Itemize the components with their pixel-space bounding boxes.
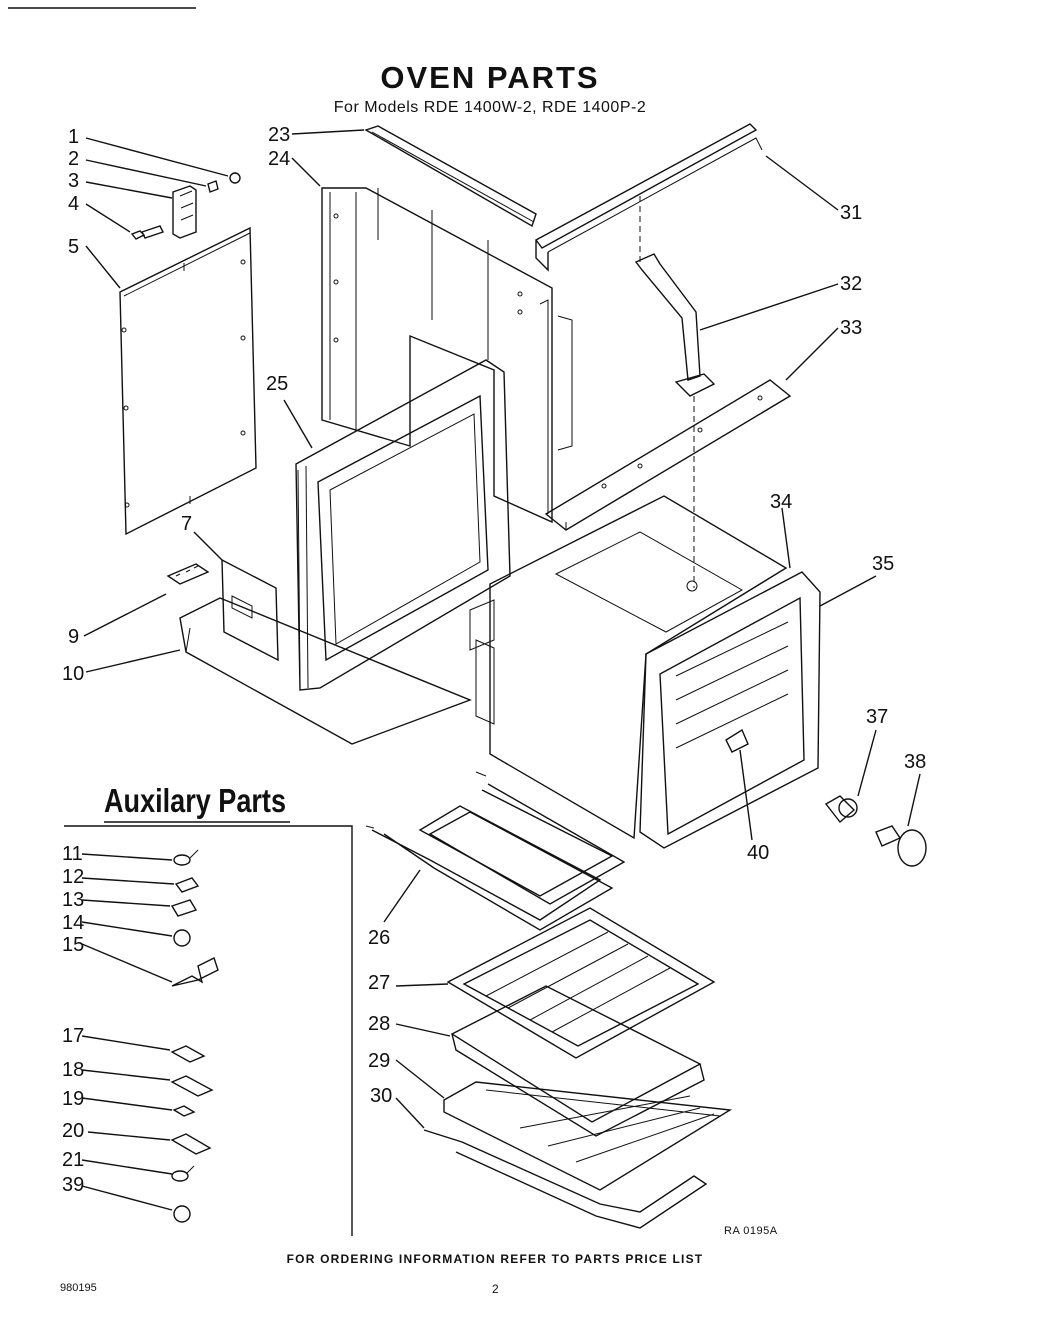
callout-31: 31 (840, 202, 863, 224)
auxiliary-parts-box (64, 821, 353, 1236)
page-title: OVEN PARTS (380, 60, 600, 95)
part-28-broiler-pan (450, 985, 705, 1137)
callout-21: 21 (62, 1149, 85, 1171)
callout-33: 33 (840, 317, 863, 339)
callout-34: 34 (770, 491, 793, 513)
callout-3: 3 (68, 170, 80, 192)
part-34-35-oven-liner (469, 495, 821, 849)
model-subtitle: For Models RDE 1400W-2, RDE 1400P-2 (333, 99, 647, 116)
document-number: 980195 (60, 1282, 97, 1294)
part-26-bake-element (365, 771, 626, 931)
callout-leaders (81, 129, 921, 1211)
part-1-4-hinge (130, 172, 241, 240)
callout-17: 17 (62, 1025, 85, 1047)
callout-26: 26 (368, 927, 391, 949)
callout-18: 18 (62, 1059, 85, 1081)
callout-11: 11 (62, 843, 83, 865)
auxiliary-part-icons (170, 849, 219, 1223)
callout-23: 23 (268, 124, 291, 146)
part-32-vent-duct (634, 196, 716, 588)
callout-30: 30 (370, 1085, 393, 1107)
callout-39: 39 (62, 1174, 85, 1196)
page-number: 2 (492, 1282, 499, 1296)
callout-2: 2 (68, 148, 80, 170)
part-7-9-10-lower-panels (166, 558, 472, 745)
callout-19: 19 (62, 1088, 85, 1110)
callout-13: 13 (62, 889, 85, 911)
part-23-top-strip (364, 125, 537, 228)
auxiliary-parts-title: Auxilary Parts (104, 782, 287, 819)
callout-27: 27 (368, 972, 391, 994)
callout-10: 10 (62, 663, 85, 685)
callout-28: 28 (368, 1013, 391, 1035)
callout-9: 9 (68, 626, 80, 648)
callout-24: 24 (268, 148, 291, 170)
callout-25: 25 (266, 373, 289, 395)
callout-35: 35 (872, 553, 895, 575)
callout-32: 32 (840, 273, 863, 295)
callout-7: 7 (181, 513, 193, 535)
callout-12: 12 (62, 866, 85, 888)
callout-20: 20 (62, 1120, 85, 1142)
callout-15: 15 (62, 934, 85, 956)
part-24-back-wall (321, 187, 573, 524)
callout-1: 1 (68, 126, 80, 148)
callout-29: 29 (368, 1050, 391, 1072)
callout-40: 40 (747, 842, 770, 864)
part-33-lower-rail (544, 379, 792, 531)
part-37-38-40-light (725, 728, 927, 867)
callout-37: 37 (866, 706, 889, 728)
callout-5: 5 (68, 236, 80, 258)
callout-38: 38 (904, 751, 927, 773)
part-5-side-panel (119, 226, 257, 536)
part-31-top-rail (534, 123, 763, 272)
callout-4: 4 (68, 193, 80, 215)
drawing-reference: RA 0195A (724, 1225, 778, 1237)
part-29-30-oven-rack (423, 1081, 733, 1229)
ordering-info-footer: FOR ORDERING INFORMATION REFER TO PARTS … (286, 1252, 704, 1266)
callout-14: 14 (62, 912, 85, 934)
part-27-broiler-grid (446, 907, 716, 1059)
part-25-front-frame (295, 359, 511, 691)
